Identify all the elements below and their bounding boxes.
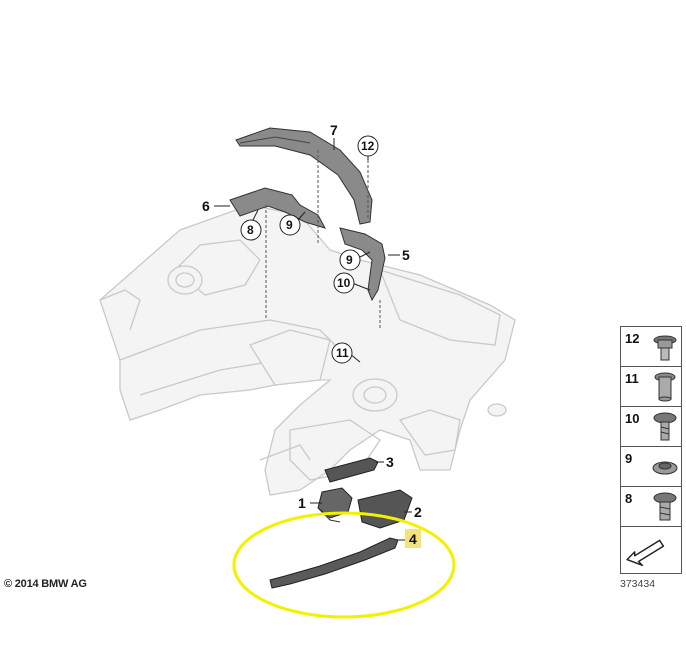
part-3-shape <box>324 457 379 483</box>
callout-6-label: 6 <box>202 198 210 214</box>
callout-4-highlighted[interactable]: 4 <box>405 529 421 548</box>
callout-11[interactable]: 11 <box>331 342 353 364</box>
fastener-legend: 12 11 10 9 8 <box>620 326 682 574</box>
guide-lines <box>265 150 381 330</box>
callout-5-label: 5 <box>402 247 410 263</box>
part-5-shape <box>339 227 386 302</box>
part-7-shape <box>235 127 373 225</box>
part-6-shape <box>229 187 327 229</box>
part-4-shape <box>269 537 399 589</box>
direction-arrow-icon <box>626 539 665 567</box>
legend-item-11[interactable]: 11 <box>621 367 681 407</box>
callout-9-upper[interactable]: 9 <box>279 214 301 236</box>
callout-7[interactable]: 7 <box>330 122 338 138</box>
callout-8[interactable]: 8 <box>240 219 262 241</box>
callout-10-label: 10 <box>337 276 351 290</box>
legend-num-12: 12 <box>625 331 640 346</box>
legend-num-8: 8 <box>625 491 633 506</box>
highlight-ellipse <box>232 511 456 619</box>
callout-2-label: 2 <box>414 504 422 520</box>
legend-num-10: 10 <box>625 411 640 426</box>
copyright-text: © 2014 BMW AG <box>4 578 87 590</box>
legend-num-9: 9 <box>625 451 633 466</box>
callout-9-lower-label: 9 <box>346 253 353 267</box>
callout-9-upper-label: 9 <box>286 218 293 232</box>
callout-3[interactable]: 3 <box>386 454 394 470</box>
legend-item-12[interactable]: 12 <box>621 327 681 367</box>
callout-12-label: 12 <box>361 139 375 153</box>
callout-10[interactable]: 10 <box>333 272 355 294</box>
callout-1[interactable]: 1 <box>298 495 306 511</box>
flange-nut-icon <box>653 335 677 361</box>
front-body-structure <box>99 204 516 496</box>
diagram-id: 373434 <box>620 578 656 590</box>
part-1-shape <box>317 487 353 523</box>
callout-11-label: 11 <box>336 346 349 360</box>
callout-7-label: 7 <box>330 122 338 138</box>
bolt-icon <box>653 492 677 521</box>
callout-4-label: 4 <box>409 531 417 547</box>
legend-item-9[interactable]: 9 <box>621 447 681 487</box>
callout-6[interactable]: 6 <box>202 198 210 214</box>
callout-2[interactable]: 2 <box>414 504 422 520</box>
legend-num-11: 11 <box>625 371 639 386</box>
screw-icon <box>653 412 677 441</box>
callout-1-label: 1 <box>298 495 306 511</box>
callout-9-lower[interactable]: 9 <box>339 249 361 271</box>
callout-12[interactable]: 12 <box>357 135 379 157</box>
rivet-nut-icon <box>654 372 676 402</box>
legend-item-8[interactable]: 8 <box>621 487 681 527</box>
callout-5[interactable]: 5 <box>402 247 410 263</box>
legend-arrow-cell <box>621 527 681 575</box>
callout-8-label: 8 <box>247 223 254 237</box>
callout-3-label: 3 <box>386 454 394 470</box>
clip-nut-icon <box>652 461 678 475</box>
legend-item-10[interactable]: 10 <box>621 407 681 447</box>
